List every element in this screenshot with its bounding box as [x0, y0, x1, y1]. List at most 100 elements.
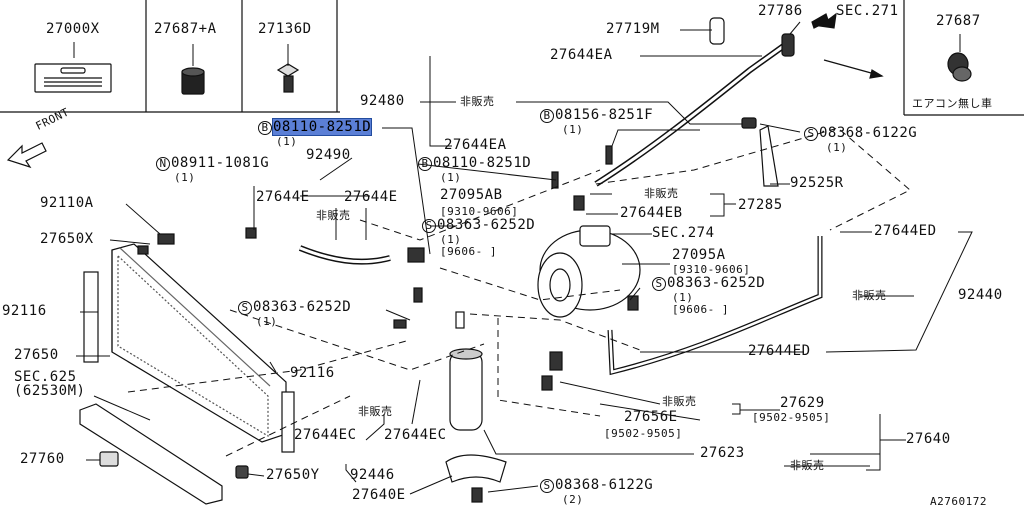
bolt-08110-mid-qty: (1) — [440, 171, 462, 184]
part-27644EA-mid-label[interactable]: 27644EA — [444, 137, 507, 153]
nut-symbol-icon: N — [156, 157, 170, 171]
part-27095AB-label[interactable]: 27095AB — [440, 187, 503, 203]
part-27719M-label[interactable]: 27719M — [606, 21, 660, 37]
screw-08363-left-qty: (1) — [256, 315, 278, 328]
label-plate-icon — [34, 63, 112, 93]
part-27650Y-label[interactable]: 27650Y — [266, 467, 320, 483]
part-27644EC-right-label[interactable]: 27644EC — [384, 427, 447, 443]
part-27136D-label[interactable]: 27136D — [258, 21, 312, 37]
part-27285-label[interactable]: 27285 — [738, 197, 783, 213]
condenser-lower-bracket — [79, 403, 249, 505]
header-grid — [0, 0, 1024, 116]
part-27760-label[interactable]: 27760 — [20, 451, 65, 467]
sec271-arrow — [811, 12, 837, 29]
cap-icon-inset — [947, 52, 972, 82]
part-92116-left-label[interactable]: 92116 — [2, 303, 47, 319]
part-27623-label[interactable]: 27623 — [700, 445, 745, 461]
bolt-symbol-icon: B — [258, 121, 272, 135]
part-27644E-left-label[interactable]: 27644E — [256, 189, 310, 205]
part-27095A-date: [9310-9606] — [672, 263, 751, 276]
front-arrow — [6, 142, 47, 169]
sec625-sub-label: (62530M) — [14, 383, 86, 399]
part-92490-label[interactable]: 92490 — [306, 147, 351, 163]
receiver-drier — [449, 311, 483, 431]
screw-08363-right-number: 08363-6252D — [667, 275, 766, 291]
part-27095A-label[interactable]: 27095A — [672, 247, 726, 263]
nut-08911-number: 08911-1081G — [171, 155, 270, 171]
assembly-dash-lines — [127, 127, 911, 457]
part-92440-note: 非販売 — [852, 289, 887, 302]
nut-08911-qty: (1) — [174, 171, 196, 184]
part-27000X-label[interactable]: 27000X — [46, 21, 100, 37]
screw-08368-top-qty: (1) — [826, 141, 848, 154]
part-92446-label[interactable]: 92446 — [350, 467, 395, 483]
part-92480-note: 非販売 — [460, 95, 495, 108]
inset-note: エアコン無し車 — [912, 97, 993, 110]
compressor — [537, 225, 641, 318]
part-27644E-note: 非販売 — [316, 209, 351, 222]
part-92440-label[interactable]: 92440 — [958, 287, 1003, 303]
callout-leaders — [73, 21, 973, 495]
screw-08363-mid-qty: (1) — [440, 233, 462, 246]
part-27650-label[interactable]: 27650 — [14, 347, 59, 363]
bolt-08156-number: 08156-8251F — [555, 107, 654, 123]
bolt-symbol-icon: B — [418, 157, 432, 171]
screw-symbol-icon: S — [540, 479, 554, 493]
part-27644EB-label[interactable]: 27644EB — [620, 205, 683, 221]
fittings — [137, 17, 795, 391]
screw-08363-mid-number: 08363-6252D — [437, 217, 536, 233]
diagram-code: A2760172 — [930, 495, 987, 508]
part-27629-note: 非販売 — [662, 395, 697, 408]
part-27786-label[interactable]: 27786 — [758, 3, 803, 19]
part-27629-date: [9502-9505] — [752, 411, 831, 424]
part-27644EA-top-label[interactable]: 27644EA — [550, 47, 613, 63]
part-27644ED-top-label[interactable]: 27644ED — [874, 223, 937, 239]
screw-08363-right-date: [9606- ] — [672, 303, 729, 316]
screw-08368-low-qty: (2) — [562, 493, 584, 506]
part-92480-label[interactable]: 92480 — [360, 93, 405, 109]
part-92525R-label[interactable]: 92525R — [790, 175, 844, 191]
bolt-08110-highlight-number: 08110-8251D — [271, 118, 373, 136]
part-27656E-label[interactable]: 27656E — [624, 409, 678, 425]
screw-symbol-icon: S — [422, 219, 436, 233]
pipes — [298, 42, 823, 376]
part-92110A-label[interactable]: 92110A — [40, 195, 94, 211]
part-27285-note: 非販売 — [644, 187, 679, 200]
bolt-symbol-icon: B — [540, 109, 554, 123]
screw-08363-mid-date: [9606- ] — [440, 245, 497, 258]
part-27687A-label[interactable]: 27687+A — [154, 21, 217, 37]
part-92116-right-label[interactable]: 92116 — [290, 365, 335, 381]
drier-bracket — [445, 454, 507, 503]
part-27644ED-low-label[interactable]: 27644ED — [748, 343, 811, 359]
clip-icon — [276, 63, 300, 93]
screw-08363-right-qty: (1) — [672, 291, 694, 304]
part-27650X-label[interactable]: 27650X — [40, 231, 94, 247]
part-27644EC-left-label[interactable]: 27644EC — [294, 427, 357, 443]
condenser — [83, 243, 295, 453]
part-27629-label[interactable]: 27629 — [780, 395, 825, 411]
screw-08368-top-number: 08368-6122G — [819, 125, 918, 141]
direction-arrow — [823, 59, 884, 79]
part-27640E-label[interactable]: 27640E — [352, 487, 406, 503]
sec271-label[interactable]: SEC.271 — [836, 3, 899, 19]
part-27687-label[interactable]: 27687 — [936, 13, 981, 29]
sec274-label[interactable]: SEC.274 — [652, 225, 715, 241]
screw-08363-left-number: 08363-6252D — [253, 299, 352, 315]
screw-symbol-icon: S — [652, 277, 666, 291]
sec625-label[interactable]: SEC.625 — [14, 369, 77, 385]
bolt-08156-qty: (1) — [562, 123, 584, 136]
part-27640-label[interactable]: 27640 — [906, 431, 951, 447]
screw-symbol-icon: S — [238, 301, 252, 315]
part-27644E-right-label[interactable]: 27644E — [344, 189, 398, 205]
